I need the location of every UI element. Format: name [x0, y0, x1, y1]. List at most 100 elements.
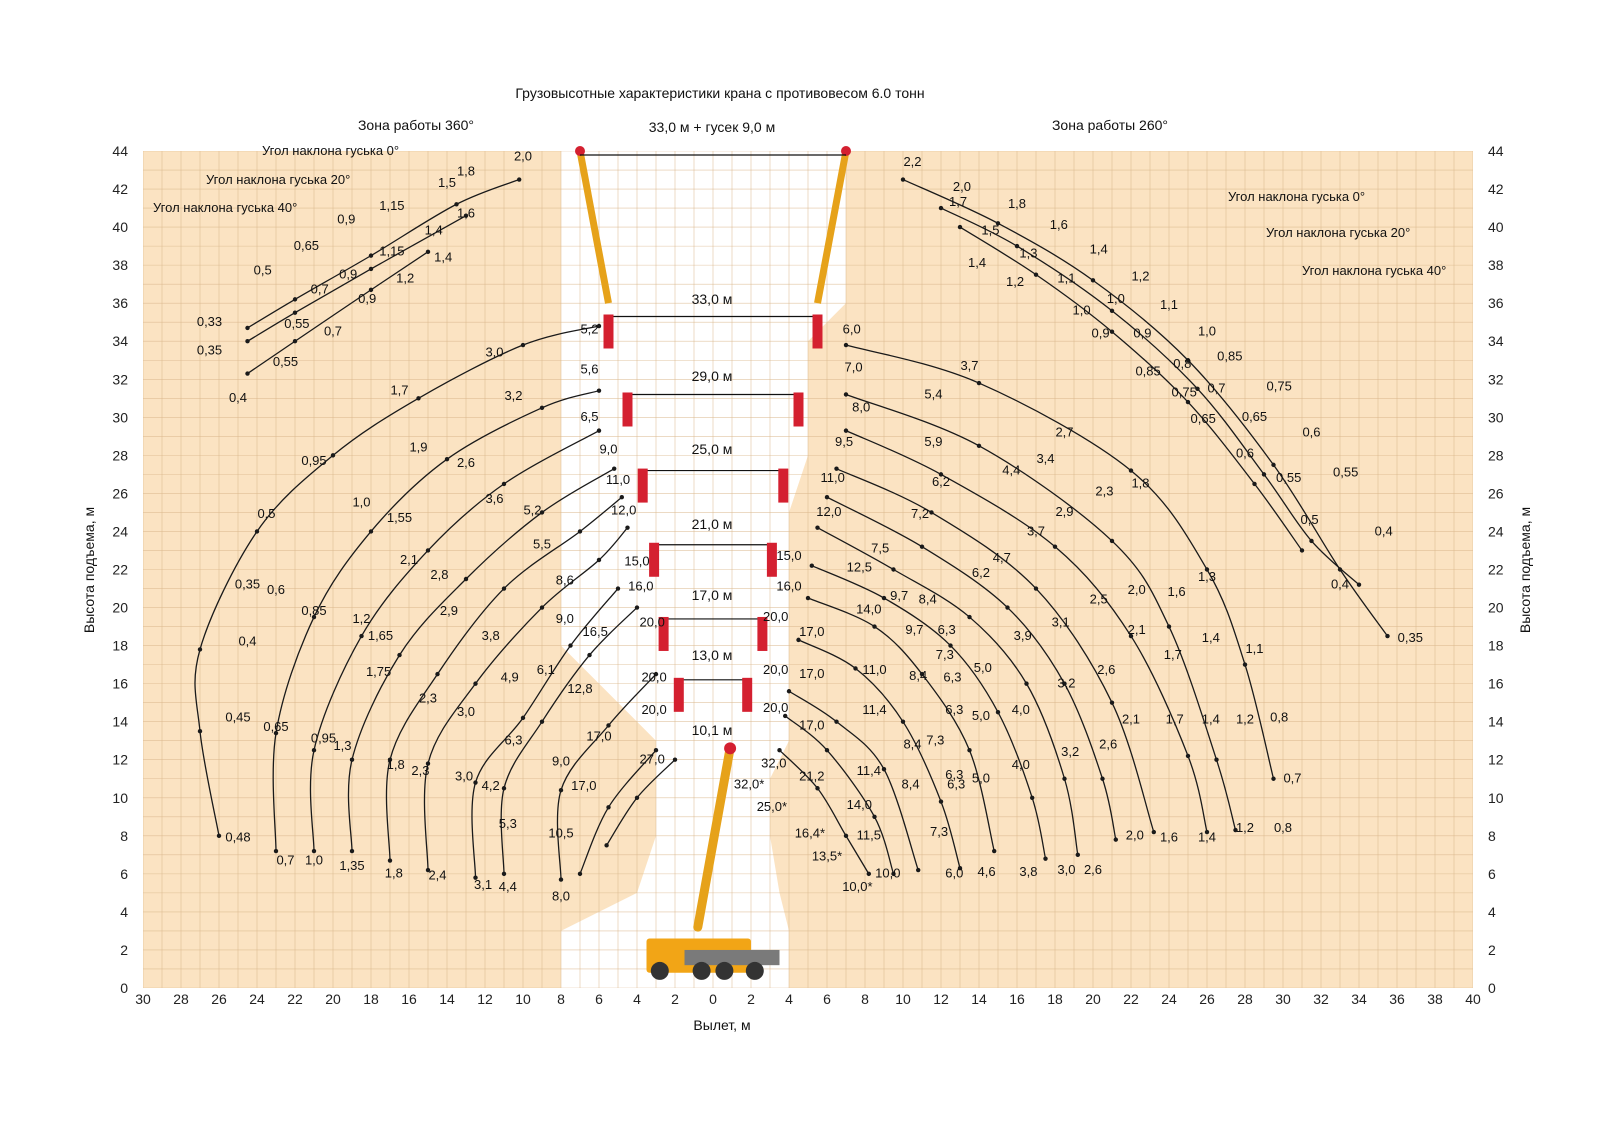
load-curve-point — [216, 833, 222, 839]
load-curve-point — [619, 495, 624, 500]
y-tick-label-left: 28 — [112, 447, 128, 463]
load-curve-point — [520, 342, 526, 348]
load-value-label: 1,4 — [1090, 242, 1108, 257]
load-curve-right — [784, 715, 895, 875]
load-value-label: 0,95 — [311, 731, 336, 746]
load-curve-point — [197, 647, 203, 652]
load-value-label: 5,9 — [924, 434, 942, 449]
y-tick-label-right: 22 — [1488, 562, 1504, 578]
load-curve-left — [309, 430, 600, 852]
load-curve-point — [368, 253, 374, 258]
load-curve-point — [672, 757, 678, 762]
load-curve-point — [1385, 633, 1390, 639]
load-value-label: 2,0 — [514, 149, 532, 164]
x-tick-label: 24 — [1161, 991, 1177, 1007]
load-value-label: 0,8 — [1270, 710, 1288, 725]
load-curve-point — [387, 858, 393, 863]
x-tick-label: 20 — [1085, 991, 1101, 1007]
load-value-label: 1,2 — [396, 270, 414, 285]
load-curve-point — [976, 443, 982, 449]
load-curve-point — [929, 510, 934, 515]
load-value-label: 2,8 — [430, 567, 448, 582]
load-value-label: 20,0 — [640, 615, 665, 630]
load-curve-point — [1100, 776, 1105, 781]
load-value-label: 1,1 — [1245, 641, 1263, 656]
load-curve-point — [843, 428, 849, 433]
y-tick-label-right: 38 — [1488, 257, 1504, 273]
load-value-label: 0,48 — [225, 830, 250, 845]
y-tick-label-right: 44 — [1488, 143, 1504, 159]
load-value-label: 2,4 — [428, 868, 446, 883]
load-value-label: 3,8 — [1019, 864, 1037, 879]
truck-wheel-icon — [715, 961, 734, 980]
load-curve-point — [587, 652, 592, 658]
jib-angle-left-40: Угол наклона гуська 40° — [153, 200, 297, 215]
y-tick-label-right: 30 — [1488, 409, 1504, 425]
load-value-label: 1,7 — [1164, 647, 1182, 662]
load-curve-point — [1030, 795, 1035, 800]
load-curve-left — [194, 325, 600, 836]
load-curve-point — [1033, 586, 1039, 591]
load-curve-point — [1062, 776, 1067, 781]
boom-length-29: 29,0 м — [692, 368, 733, 384]
load-value-label: 6,2 — [972, 565, 990, 580]
load-value-label: 3,2 — [1061, 744, 1079, 759]
load-value-label: 1,4 — [1202, 630, 1220, 645]
y-tick-label-left: 18 — [112, 638, 128, 654]
x-tick-label: 10 — [895, 991, 911, 1007]
load-value-label: 17,0 — [799, 666, 824, 681]
truck-wheel-icon — [745, 961, 764, 980]
load-curve-point — [824, 748, 830, 753]
load-curve-point — [957, 865, 963, 871]
load-value-label: 12,8 — [567, 681, 592, 696]
load-value-label: 1,8 — [385, 866, 403, 881]
load-value-label: 0,6 — [267, 582, 285, 597]
load-value-label: 17,0 — [799, 717, 824, 732]
load-curve-point — [558, 877, 564, 882]
y-tick-label-right: 8 — [1488, 828, 1496, 844]
load-curve-point — [501, 481, 507, 487]
load-curve-point — [368, 529, 374, 534]
load-curve-point — [824, 495, 830, 500]
load-curve-point — [995, 709, 1001, 715]
jib-left-icon — [576, 150, 612, 304]
load-curve-point — [1109, 329, 1115, 334]
load-curve-point — [1090, 278, 1096, 283]
load-value-label: 1,4 — [425, 223, 443, 238]
load-curve-point — [473, 681, 478, 686]
load-curve-point — [1356, 582, 1362, 587]
load-value-label: 1,75 — [366, 664, 391, 679]
load-value-label: 3,0 — [1057, 862, 1075, 877]
load-value-label: 8,4 — [919, 592, 937, 607]
load-curve-left — [347, 468, 615, 852]
x-tick-label: 30 — [135, 991, 151, 1007]
load-value-label: 3,0 — [455, 769, 473, 784]
y-tick-label-left: 20 — [112, 600, 128, 616]
load-value-label: 11,0 — [821, 470, 845, 485]
load-curve-point — [1151, 829, 1157, 835]
load-value-label: 1,3 — [1019, 246, 1037, 261]
load-value-label: 4,0 — [1012, 757, 1030, 772]
load-value-label: 16,0 — [628, 578, 653, 593]
load-curve-point — [1024, 681, 1029, 686]
load-value-label: 1,2 — [1236, 820, 1254, 835]
load-value-label: 0,9 — [1092, 325, 1110, 340]
jib-right-icon — [814, 150, 850, 304]
load-curve-point — [606, 805, 611, 810]
load-value-label: 0,85 — [1217, 348, 1242, 363]
load-value-label: 6,2 — [932, 474, 950, 489]
load-value-label: 1,6 — [1050, 217, 1068, 232]
load-value-label: 6,0 — [945, 866, 963, 881]
y-tick-label-right: 12 — [1488, 752, 1504, 768]
load-value-label: 1,0 — [305, 852, 323, 867]
load-curve-point — [501, 586, 507, 591]
x-tick-label: 24 — [249, 991, 265, 1007]
load-value-label: 2,6 — [1084, 862, 1102, 877]
load-value-label: 1,8 — [457, 164, 475, 179]
load-curve-left — [556, 673, 657, 880]
load-curve-point — [1271, 462, 1276, 468]
load-curve-point — [919, 544, 925, 549]
load-curve-point — [1252, 481, 1257, 487]
load-value-label: 0,7 — [324, 324, 342, 339]
load-curve-point — [311, 748, 317, 753]
